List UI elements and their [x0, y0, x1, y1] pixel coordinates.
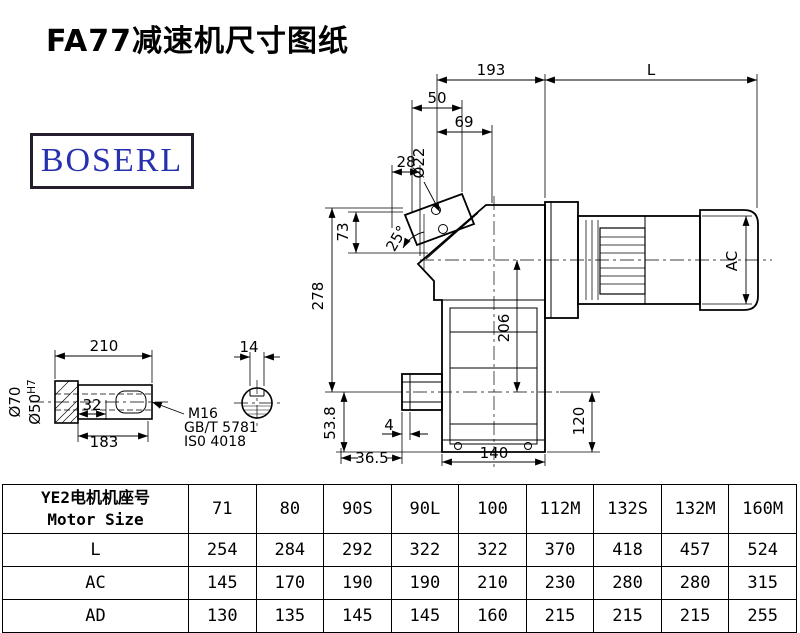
table-cell: 170: [255, 566, 325, 600]
dimension-lines: [55, 76, 757, 466]
dim-193: 193: [477, 61, 506, 79]
dim-28: 28: [396, 153, 415, 171]
table-cell: 215: [593, 599, 662, 633]
thread-standard-gb: GB/T 5781: [184, 420, 258, 436]
table-cell: 190: [323, 566, 392, 600]
table-cell: 322: [458, 533, 527, 567]
table-col-132S: 132S: [593, 484, 662, 534]
table-col-132M: 132M: [660, 484, 730, 534]
dim-210: 210: [90, 337, 119, 355]
table-row-L: L 254 284 292 322 322 370 418 457 524: [2, 533, 797, 567]
dim-50: 50: [427, 89, 446, 107]
table-col-90L: 90L: [390, 484, 460, 534]
table-row-label: AC: [2, 566, 189, 600]
motor-details: [550, 202, 646, 318]
table-row-label: AD: [2, 599, 189, 633]
table-row-AD: AD 130 135 145 145 160 215 215 215 255: [2, 599, 797, 633]
table-cell: 145: [390, 599, 460, 633]
table-row-label: L: [2, 533, 189, 567]
table-cell: 145: [323, 599, 392, 633]
table-cell: 160: [458, 599, 527, 633]
table-cell: 284: [255, 533, 325, 567]
page-title: FA77减速机尺寸图纸: [46, 24, 350, 59]
table-cell: 418: [593, 533, 662, 567]
table-col-80: 80: [255, 484, 325, 534]
dim-206: 206: [495, 314, 513, 343]
dim-hole-diameter: Ø22: [410, 148, 428, 179]
gearbox-outline: [401, 192, 546, 453]
dim-bore-diameter-value: Ø50: [26, 394, 44, 425]
table-cell: 457: [660, 533, 730, 567]
dim-bore-tolerance: H7: [26, 379, 38, 394]
dimension-drawing: 193 L 50 69 28 Ø22 73 25° 278 206 AC 120…: [6, 61, 772, 468]
table-cell: 210: [458, 566, 527, 600]
table-cell: 524: [728, 533, 797, 567]
table-cell: 230: [525, 566, 595, 600]
boserl-logo-text: BOSERL: [40, 142, 184, 179]
table-cell: 135: [255, 599, 325, 633]
dim-120: 120: [570, 407, 588, 436]
table-cell: 292: [323, 533, 392, 567]
dimension-texts: 193 L 50 69 28 Ø22 73 25° 278 206 AC 120…: [6, 61, 741, 467]
table-col-71: 71: [188, 484, 257, 534]
dim-73: 73: [334, 222, 352, 241]
table-col-100: 100: [458, 484, 527, 534]
table-cell: 315: [728, 566, 797, 600]
table-col-90S: 90S: [323, 484, 392, 534]
dim-278: 278: [309, 282, 327, 311]
table-row-AC: AC 145 170 190 190 210 230 280 280 315: [2, 566, 797, 600]
extension-lines: [54, 74, 758, 466]
table-cell: 145: [188, 566, 257, 600]
table-cell: 280: [660, 566, 730, 600]
table-header-row: YE2电机机座号 Motor Size 71 80 90S 90L 100 11…: [2, 484, 797, 534]
dim-AC: AC: [723, 251, 741, 271]
dim-4: 4: [384, 416, 394, 434]
table-cell: 322: [390, 533, 460, 567]
thread-callout-m16: M16: [188, 406, 218, 422]
table-col-160M: 160M: [728, 484, 797, 534]
table-cell: 130: [188, 599, 257, 633]
dim-69: 69: [454, 113, 473, 131]
dim-183: 183: [90, 433, 119, 451]
dim-32: 32: [82, 396, 101, 414]
table-header-line1: YE2电机机座号: [41, 487, 150, 507]
dim-bore-diameter: Ø50H7: [26, 379, 44, 424]
dim-L: L: [647, 61, 656, 79]
table-cell: 370: [525, 533, 595, 567]
gearbox-details: [402, 205, 545, 450]
shaft-end-view: [241, 387, 273, 419]
shaft-hidden-lines: [55, 393, 152, 411]
table-cell: 280: [593, 566, 662, 600]
table-cell: 215: [660, 599, 730, 633]
boserl-logo: BOSERL: [30, 133, 194, 189]
motor-size-table: YE2电机机座号 Motor Size 71 80 90S 90L 100 11…: [2, 484, 797, 633]
motor-outline: [544, 201, 759, 319]
dim-25-degrees: 25°: [382, 222, 411, 254]
dim-140: 140: [480, 444, 509, 462]
dim-shaft-outer-diameter: Ø70: [6, 387, 24, 418]
dim-36-5: 36.5: [355, 449, 388, 467]
thread-standard-iso: IS0 4018: [184, 434, 246, 450]
dim-14: 14: [239, 338, 258, 356]
table-cell: 255: [728, 599, 797, 633]
table-cell: 215: [525, 599, 595, 633]
table-col-112M: 112M: [525, 484, 595, 534]
dim-53-8: 53.8: [321, 406, 339, 439]
table-cell: 190: [390, 566, 460, 600]
table-header-line2: Motor Size: [47, 510, 144, 529]
table-header-motor-size: YE2电机机座号 Motor Size: [2, 484, 189, 534]
table-cell: 254: [188, 533, 257, 567]
